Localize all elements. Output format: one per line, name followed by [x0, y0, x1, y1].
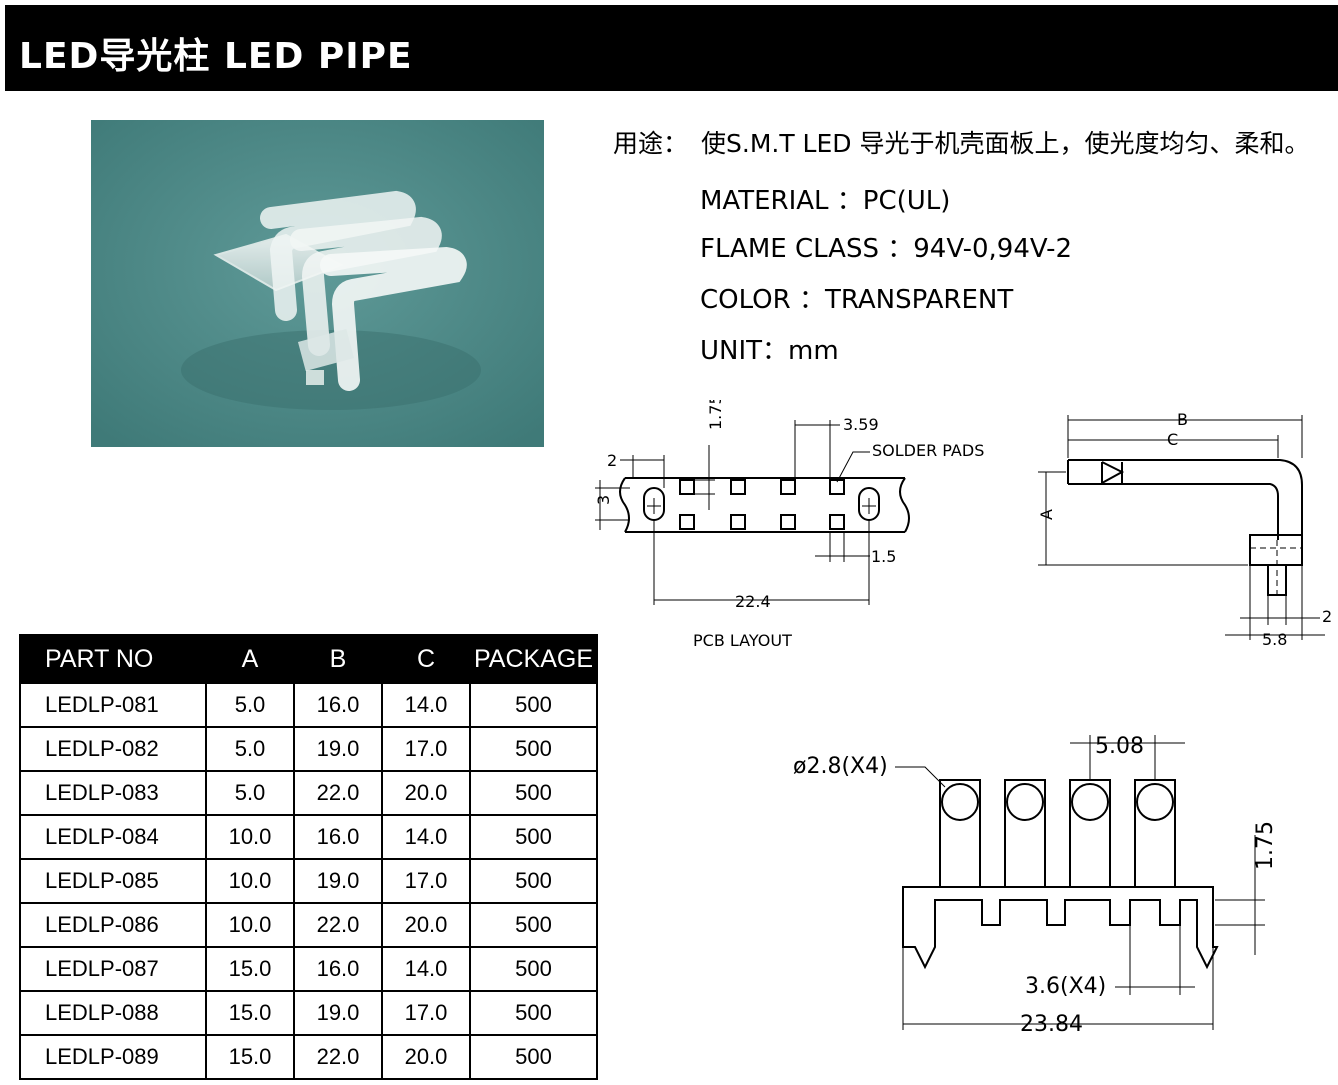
table-row: LEDLP-082 5.0 19.0 17.0 500 — [19, 726, 598, 772]
cell-a: 10.0 — [205, 814, 295, 860]
label-c: C — [1167, 430, 1178, 449]
pcb-layout-caption: PCB LAYOUT — [693, 631, 792, 650]
dim-1-75: 1.75 — [706, 400, 725, 430]
side-view-drawing: B C A 2 5.8 — [1037, 410, 1332, 649]
table-row: LEDLP-084 10.0 16.0 14.0 500 — [19, 814, 598, 860]
cell-part-no: LEDLP-081 — [19, 682, 207, 728]
cell-b: 22.0 — [293, 770, 383, 816]
pcb-layout-drawing: 22.4 2 3 1.75 3.59 1.5 SOLDER PADS PCB L… — [594, 400, 984, 650]
dim-3-6: 3.6(X4) — [1025, 974, 1106, 999]
solder-pads-label: SOLDER PADS — [872, 441, 984, 460]
label-a: A — [1037, 509, 1056, 520]
dim-3: 3 — [594, 495, 613, 505]
parts-table: PART NO A B C PACKAGE LEDLP-081 5.0 16.0… — [19, 634, 598, 1080]
spec-flame-class: FLAME CLASS ：94V-0,94V-2 — [700, 234, 1073, 264]
cell-a: 15.0 — [205, 1034, 295, 1080]
cell-b: 19.0 — [293, 726, 383, 772]
cell-a: 15.0 — [205, 946, 295, 992]
cell-a: 5.0 — [205, 726, 295, 772]
cell-c: 20.0 — [381, 902, 471, 948]
cell-part-no: LEDLP-088 — [19, 990, 207, 1036]
cell-part-no: LEDLP-082 — [19, 726, 207, 772]
table-row: LEDLP-088 15.0 19.0 17.0 500 — [19, 990, 598, 1036]
spec-unit: UNIT：mm — [700, 336, 839, 366]
cell-package: 500 — [469, 858, 598, 904]
table-row: LEDLP-081 5.0 16.0 14.0 500 — [19, 682, 598, 728]
cell-c: 17.0 — [381, 990, 471, 1036]
dim-22-4: 22.4 — [735, 592, 771, 611]
product-photo — [91, 120, 544, 447]
cell-c: 14.0 — [381, 814, 471, 860]
cell-a: 5.0 — [205, 682, 295, 728]
dim-5-8: 5.8 — [1262, 630, 1287, 649]
cell-part-no: LEDLP-083 — [19, 770, 207, 816]
header-b: B — [293, 634, 383, 684]
header-a: A — [205, 634, 295, 684]
dim-5-08: 5.08 — [1095, 734, 1144, 759]
cell-package: 500 — [469, 726, 598, 772]
cell-c: 14.0 — [381, 682, 471, 728]
header-package: PACKAGE — [469, 634, 598, 684]
header-c: C — [381, 634, 471, 684]
cell-package: 500 — [469, 682, 598, 728]
dim-3-59: 3.59 — [843, 415, 879, 434]
spec-color: COLOR ：TRANSPARENT — [700, 285, 1014, 315]
led-pipe-photo — [91, 120, 544, 447]
page-title: LED导光柱 LED PIPE — [19, 36, 413, 77]
dim-23-84: 23.84 — [1020, 1012, 1083, 1037]
cell-package: 500 — [469, 946, 598, 992]
cell-part-no: LEDLP-084 — [19, 814, 207, 860]
usage-text: 使S.M.T LED 导光于机壳面板上，使光度均匀、柔和。 — [701, 129, 1310, 158]
cell-c: 17.0 — [381, 858, 471, 904]
label-b: B — [1177, 410, 1188, 429]
cell-part-no: LEDLP-085 — [19, 858, 207, 904]
table-row: LEDLP-087 15.0 16.0 14.0 500 — [19, 946, 598, 992]
cell-part-no: LEDLP-086 — [19, 902, 207, 948]
cell-b: 19.0 — [293, 858, 383, 904]
table-row: LEDLP-089 15.0 22.0 20.0 500 — [19, 1034, 598, 1080]
header-part-no: PART NO — [19, 634, 207, 684]
cell-b: 16.0 — [293, 814, 383, 860]
cell-c: 17.0 — [381, 726, 471, 772]
dim-1-5: 1.5 — [871, 547, 896, 566]
cell-package: 500 — [469, 770, 598, 816]
table-row: LEDLP-086 10.0 22.0 20.0 500 — [19, 902, 598, 948]
usage-label: 用途： — [613, 129, 689, 158]
cell-part-no: LEDLP-087 — [19, 946, 207, 992]
title-bar: LED导光柱 LED PIPE — [5, 5, 1338, 91]
table-row: LEDLP-083 5.0 22.0 20.0 500 — [19, 770, 598, 816]
cell-a: 10.0 — [205, 858, 295, 904]
cell-package: 500 — [469, 990, 598, 1036]
dim-side-2: 2 — [1322, 607, 1332, 626]
table-row: LEDLP-085 10.0 19.0 17.0 500 — [19, 858, 598, 904]
cell-a: 5.0 — [205, 770, 295, 816]
cell-b: 19.0 — [293, 990, 383, 1036]
cell-b: 16.0 — [293, 946, 383, 992]
cell-part-no: LEDLP-089 — [19, 1034, 207, 1080]
usage-line: 用途： 使S.M.T LED 导光于机壳面板上，使光度均匀、柔和。 — [613, 124, 1309, 160]
cell-b: 22.0 — [293, 1034, 383, 1080]
spec-material: MATERIAL ：PC(UL) — [700, 186, 951, 216]
cell-b: 16.0 — [293, 682, 383, 728]
dim-diameter: ø2.8(X4) — [793, 754, 888, 779]
cell-c: 20.0 — [381, 770, 471, 816]
cell-c: 14.0 — [381, 946, 471, 992]
cell-package: 500 — [469, 1034, 598, 1080]
table-header-row: PART NO A B C PACKAGE — [19, 634, 598, 684]
cell-package: 500 — [469, 814, 598, 860]
cell-b: 22.0 — [293, 902, 383, 948]
cell-a: 15.0 — [205, 990, 295, 1036]
dim-front-1-75: 1.75 — [1253, 821, 1278, 870]
cell-a: 10.0 — [205, 902, 295, 948]
cell-c: 20.0 — [381, 1034, 471, 1080]
dim-2: 2 — [607, 451, 617, 470]
cell-package: 500 — [469, 902, 598, 948]
front-view-drawing: ø2.8(X4) 5.08 1.75 3.6(X4) 23.84 — [793, 734, 1278, 1037]
